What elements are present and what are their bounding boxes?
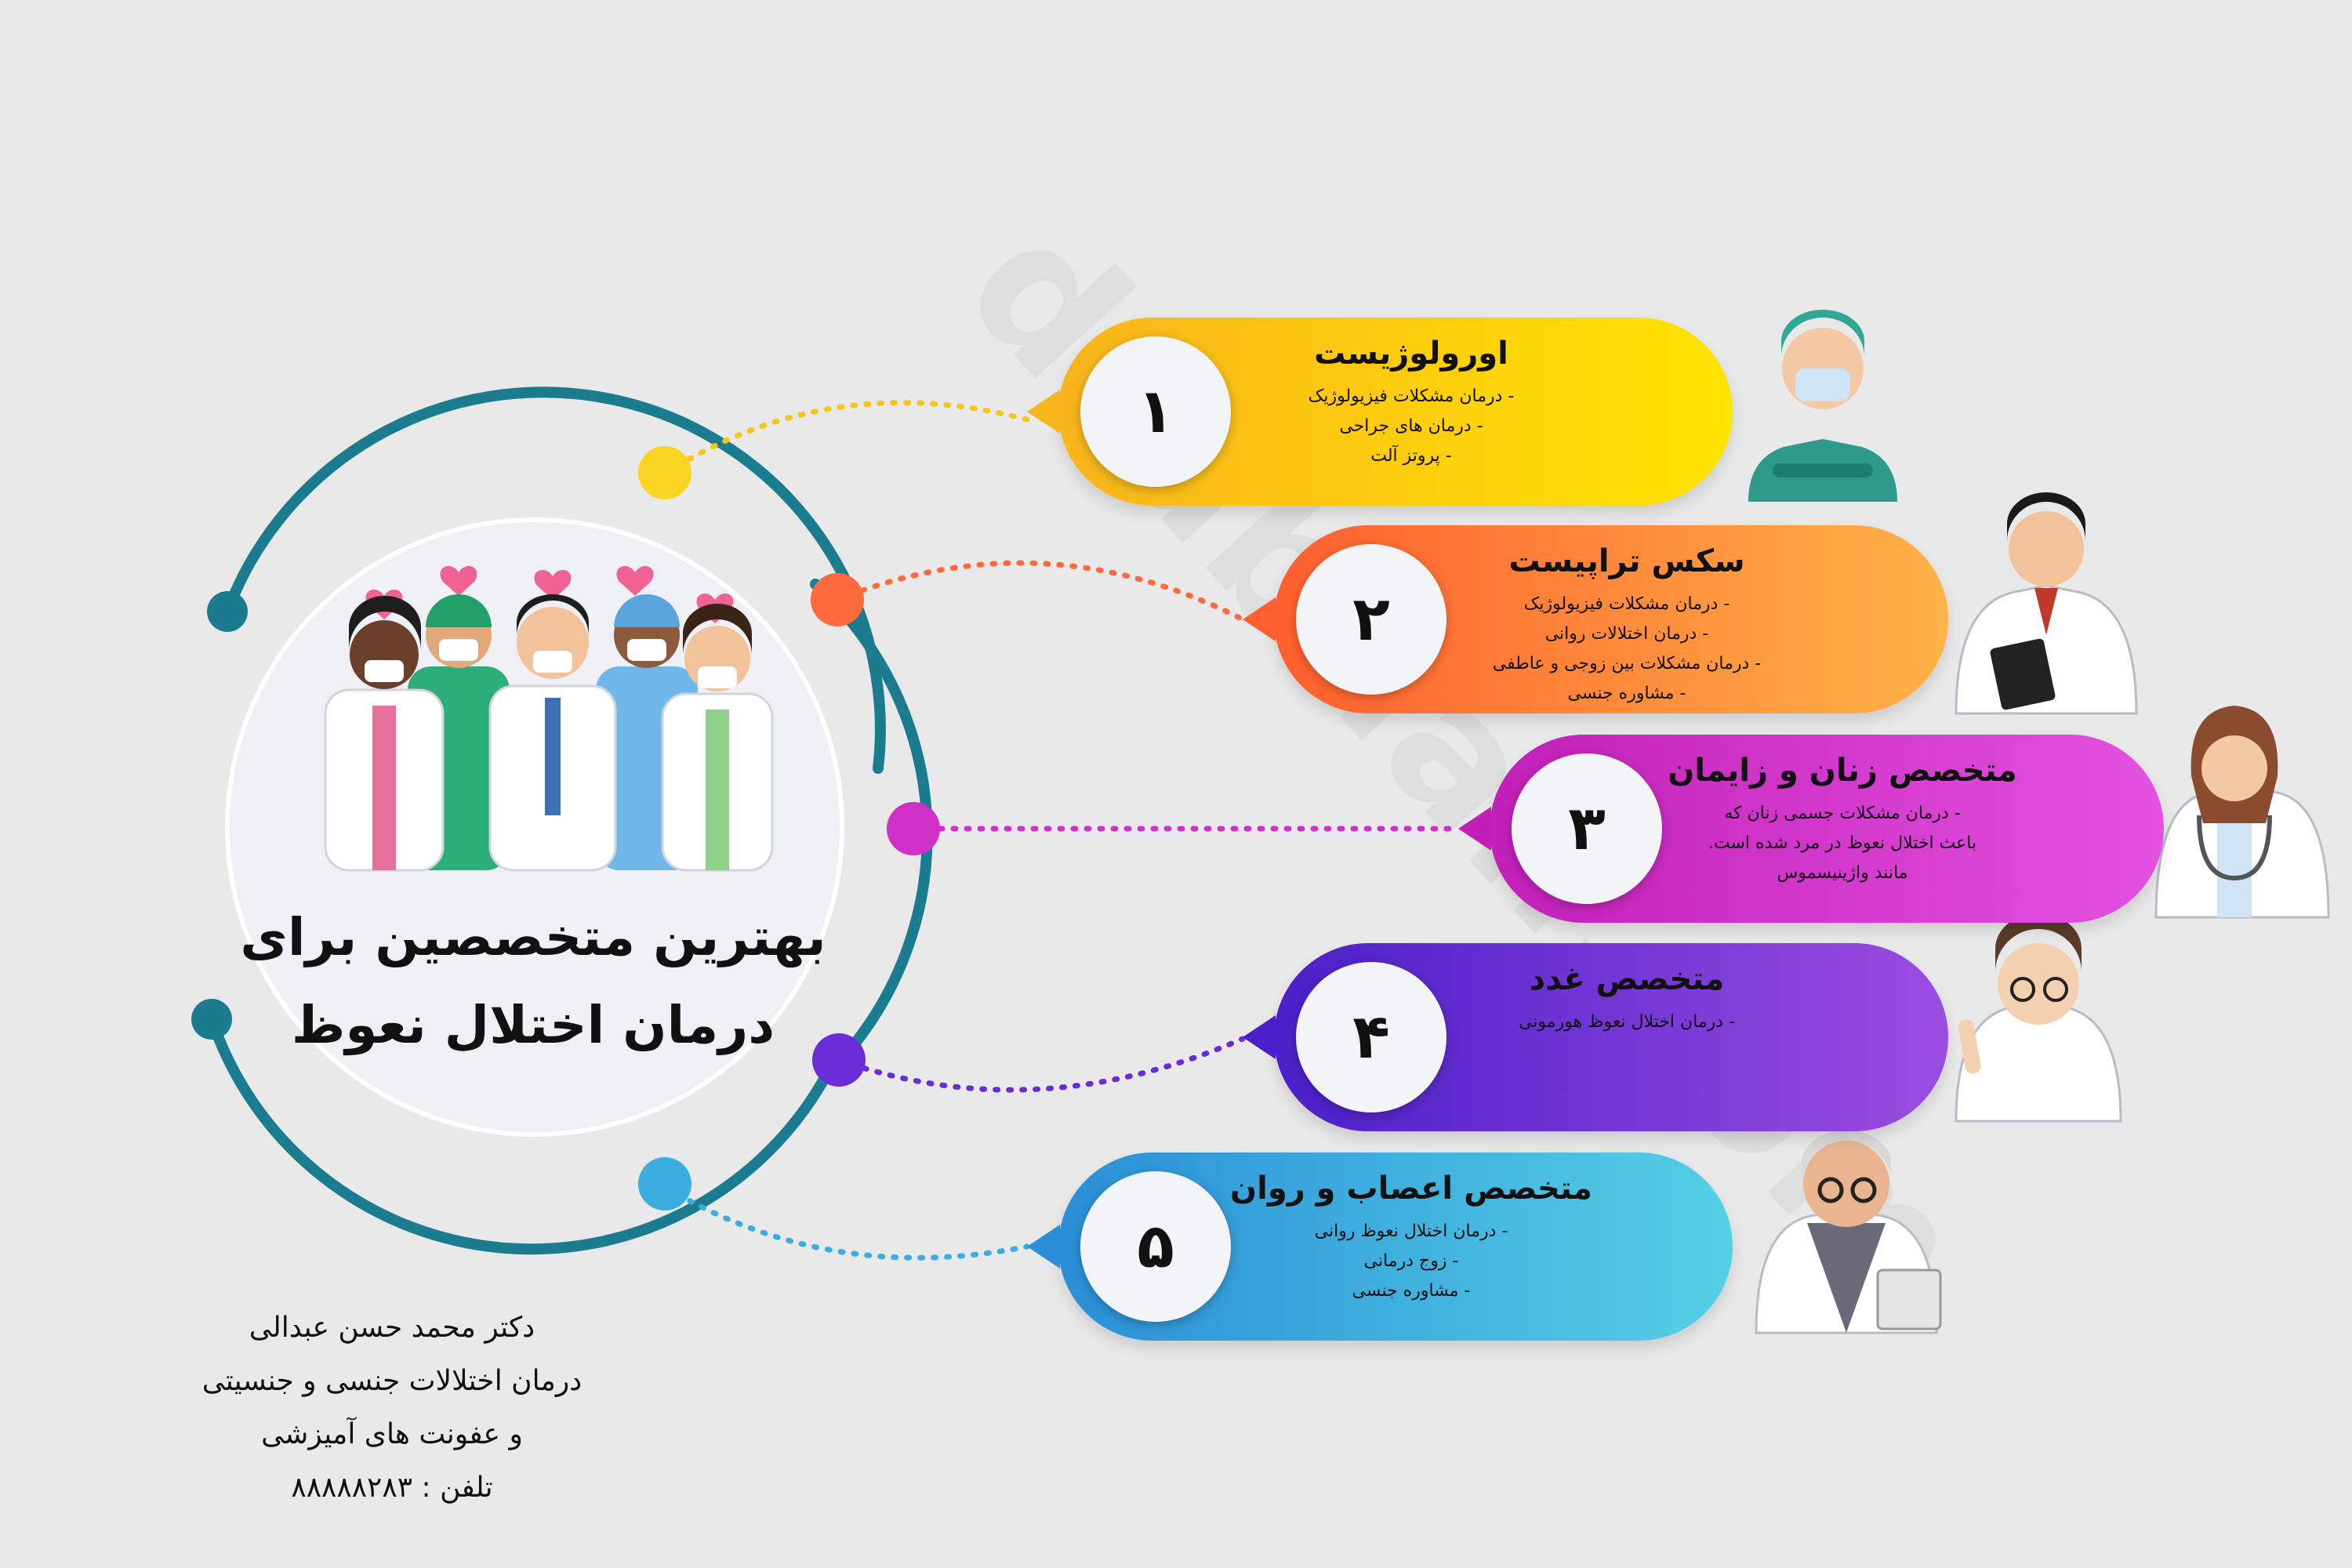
- doctor-clipboard-icon: [1955, 492, 2138, 715]
- specialist-item: - درمان مشکلات فیزیولوژیک: [1523, 594, 1730, 614]
- doctor-specialty: درمان اختلالات جنسی و جنسیتی: [201, 1365, 583, 1397]
- specialist-card-2: ۲ سکس تراپیست - درمان مشکلات فیزیولوژیک …: [1243, 525, 1948, 713]
- main-title: بهترین متخصصین برای درمان اختلال نعوظ: [235, 894, 831, 1069]
- specialist-item: - درمان اختلال نعوظ روانی: [1314, 1221, 1508, 1241]
- connector-2: [834, 560, 1246, 622]
- specialist-number: ۲: [1296, 544, 1446, 695]
- specialist-card-4: ۴ متخصص غدد - درمان اختلال نعوظ هورمونی: [1243, 943, 1948, 1131]
- specialist-item: - درمان اختلالات روانی: [1544, 624, 1709, 644]
- ring-end-bottom: [191, 999, 232, 1040]
- doctor-name: دکتر محمد حسن عبدالی: [249, 1312, 535, 1344]
- specialist-item: - زوج درمانی: [1363, 1251, 1459, 1271]
- specialist-title: متخصص اعصاب و روان: [1230, 1171, 1592, 1207]
- specialist-title: متخصص غدد: [1529, 961, 1725, 997]
- specialist-number: ۴: [1296, 962, 1446, 1112]
- phone-number: تلفن : ۸۸۸۸۸۲۸۳: [291, 1472, 493, 1504]
- surgeon-icon: [1748, 310, 1897, 502]
- female-doctor-icon: [2154, 706, 2330, 919]
- doctor-specialty-2: و عفونت های آمیزشی: [261, 1418, 523, 1450]
- specialist-item: - درمان اختلال نعوظ هورمونی: [1518, 1012, 1736, 1032]
- specialist-number: ۱: [1080, 336, 1231, 487]
- medical-team-icon: [324, 565, 774, 872]
- specialist-item: - درمان های جراحی: [1339, 416, 1483, 436]
- node-5: [638, 1157, 691, 1210]
- specialist-item: - پروتز آلت: [1370, 446, 1452, 466]
- specialist-item: باعث اختلال نعوظ در مرد شده است.: [1708, 833, 1977, 853]
- specialist-card-5: ۵ متخصص اعصاب و روان - درمان اختلال نعوظ…: [1027, 1152, 1733, 1341]
- specialist-title: متخصص زنان و زایمان: [1668, 753, 2017, 789]
- connector-4: [836, 1036, 1246, 1093]
- node-2: [811, 573, 864, 626]
- ring-arc-bottom: [206, 1014, 837, 1255]
- node-1: [638, 446, 691, 499]
- specialist-item: - درمان مشکلات فیزیولوژیک: [1308, 387, 1515, 406]
- specialist-card-3: ۳ متخصص زنان و زایمان - درمان مشکلات جسم…: [1458, 735, 2164, 923]
- connector-5: [663, 1185, 1030, 1261]
- specialist-item: - مشاوره جنسی: [1352, 1281, 1471, 1301]
- specialist-title: اورولوژیست: [1314, 336, 1508, 372]
- node-3: [887, 802, 940, 855]
- specialist-item: - مشاوره جنسی: [1567, 684, 1686, 703]
- specialist-item: - درمان مشکلات بین زوجی و عاطفی: [1492, 654, 1762, 673]
- specialist-number: ۵: [1080, 1171, 1231, 1322]
- connector-1: [663, 400, 1030, 476]
- elderly-doctor-icon: [1755, 1130, 1942, 1334]
- specialist-item: - درمان مشکلات جسمی زنان که: [1724, 804, 1961, 823]
- specialist-item: مانند واژینیسموس: [1777, 863, 1908, 883]
- main-title-line2: درمان اختلال نعوظ: [291, 995, 775, 1055]
- specialist-card-1: ۱ اورولوژیست - درمان مشکلات فیزیولوژیک -…: [1027, 318, 1733, 506]
- ring-arc-main: [222, 387, 886, 774]
- node-4: [812, 1033, 866, 1087]
- contact-info: دکتر محمد حسن عبدالی درمان اختلالات جنسی…: [141, 1301, 643, 1515]
- main-title-line1: بهترین متخصصین برای: [240, 907, 826, 967]
- ring-end-top: [207, 591, 248, 632]
- doctor-pointing-icon: [1955, 913, 2122, 1123]
- specialist-title: سکس تراپیست: [1508, 543, 1745, 579]
- specialist-number: ۳: [1512, 753, 1662, 904]
